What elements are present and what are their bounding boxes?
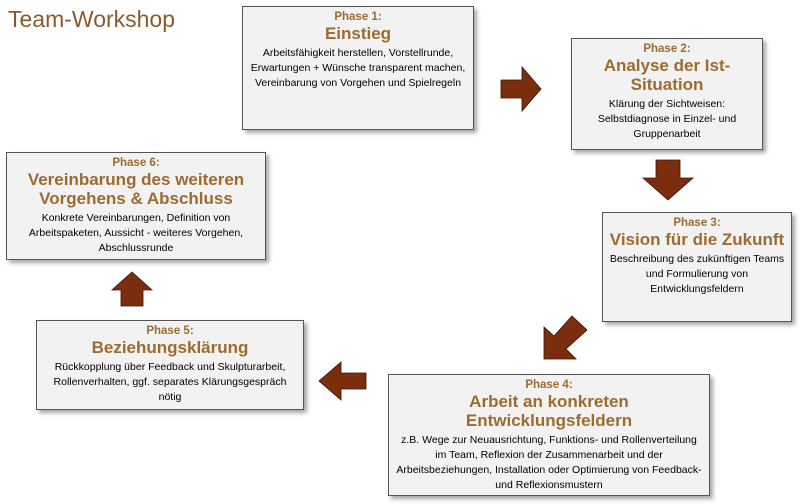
- phase-5-box: Phase 5: Beziehungsklärung Rückkopplung …: [36, 320, 304, 410]
- phase-2-description: Klärung der Sichtweisen: Selbstdiagnose …: [597, 98, 737, 140]
- page-title: Team-Workshop: [8, 6, 176, 32]
- phase-1-description: Arbeitsfähigkeit herstellen, Vorstellrun…: [250, 47, 466, 89]
- phase-2-box: Phase 2: Analyse der Ist-Situation Kläru…: [571, 38, 763, 150]
- phase-3-description: Beschreibung des zukünftigen Teams und F…: [609, 253, 785, 295]
- phase-6-box: Phase 6: Vereinbarung des weiteren Vorge…: [6, 152, 266, 260]
- phase-6-heading: Vereinbarung des weiteren Vorgehens & Ab…: [27, 170, 245, 208]
- phase-4-box: Phase 4: Arbeit an konkreten Entwicklung…: [388, 374, 710, 496]
- phase-5-heading: Beziehungsklärung: [91, 338, 249, 357]
- phase-4-label: Phase 4:: [525, 379, 573, 391]
- arrow-down-icon: [641, 159, 695, 201]
- phase-4-description: z.B. Wege zur Neuausrichtung, Funktions-…: [396, 434, 702, 491]
- arrow-right-icon: [500, 65, 542, 113]
- phase-1-box: Phase 1: Einstieg Arbeitsfähigkeit herst…: [242, 6, 474, 130]
- phase-1-heading: Einstieg: [324, 24, 392, 43]
- phase-5-description: Rückkopplung über Feedback und Skulptura…: [53, 361, 287, 403]
- phase-2-heading: Analyse der Ist-Situation: [603, 56, 731, 94]
- phase-3-heading: Vision für die Zukunft: [609, 230, 785, 249]
- phase-3-box: Phase 3: Vision für die Zukunft Beschrei…: [602, 212, 792, 322]
- arrow-up-icon: [110, 271, 154, 307]
- phase-4-heading: Arbeit an konkreten Entwicklungsfeldern: [465, 392, 633, 430]
- phase-1-label: Phase 1:: [334, 11, 382, 23]
- phase-5-label: Phase 5:: [146, 325, 194, 337]
- phase-3-label: Phase 3:: [673, 217, 721, 229]
- phase-6-description: Konkrete Vereinbarungen, Definition von …: [28, 212, 244, 254]
- arrow-left-icon: [318, 361, 367, 401]
- phase-2-label: Phase 2:: [643, 43, 691, 55]
- phase-6-label: Phase 6:: [112, 157, 160, 169]
- arrow-down-left-icon: [543, 315, 588, 360]
